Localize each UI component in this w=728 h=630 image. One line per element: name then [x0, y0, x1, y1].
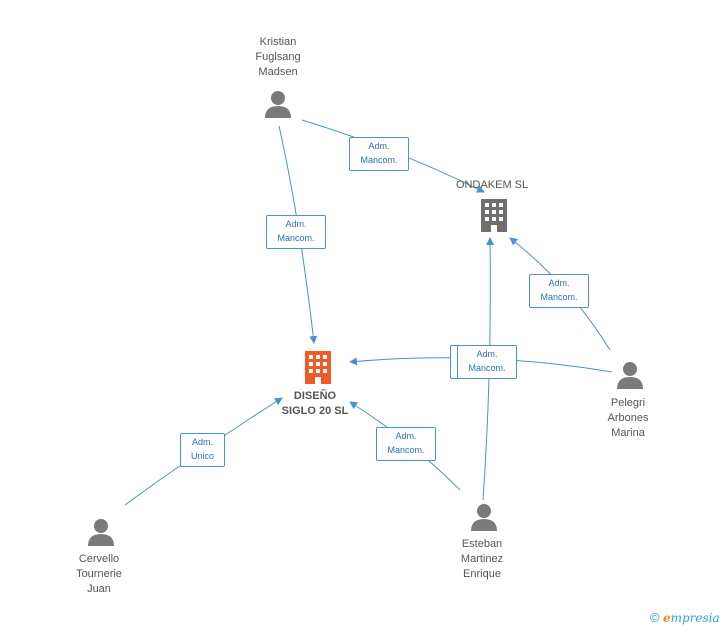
node-label-line: DISEÑO [293, 390, 337, 402]
building-icon-ondakem[interactable] [481, 199, 507, 232]
edge-label-kristian-ondakem[interactable]: Adm. Mancom. [349, 137, 409, 171]
edge-label-line: Adm. [191, 437, 213, 447]
edge-label-cervello-diseno[interactable]: Adm. Unico [180, 433, 225, 467]
node-label-line: Martinez [460, 553, 504, 565]
node-label-line: Fuglsang [255, 51, 301, 63]
node-label-diseno[interactable]: DISEÑO SIGLO 20 SL [260, 389, 370, 419]
node-label-line: Arbones [607, 412, 649, 424]
node-label-line: Pelegri [610, 397, 646, 409]
person-icon-kristian[interactable] [265, 91, 291, 118]
copyright-icon: © [650, 610, 660, 625]
node-label-line: Cervello [78, 553, 120, 565]
edge-label-line: Mancom. [360, 155, 398, 165]
node-label-cervello[interactable]: Cervello Tournerie Juan [44, 552, 154, 597]
node-label-kristian[interactable]: Kristian Fuglsang Madsen [223, 35, 333, 80]
edge-label-line: Adm. [476, 349, 498, 359]
person-icon-pelegri[interactable] [617, 362, 643, 389]
node-label-line: Madsen [258, 66, 298, 78]
edge-label-line: Adm. [368, 141, 390, 151]
edge-label-line: Mancom. [540, 292, 578, 302]
building-icon-diseno[interactable] [305, 351, 331, 384]
brand-name: empresia [662, 611, 720, 625]
edge-label-line: Adm. [395, 431, 417, 441]
node-label-ondakem[interactable]: ONDAKEM SL [456, 178, 528, 193]
node-label-line: Kristian [259, 36, 297, 48]
node-label-line: Enrique [463, 568, 501, 580]
node-label-line: Tournerie [76, 568, 122, 580]
node-label-line: Juan [87, 583, 111, 595]
empresia-logo[interactable]: © empresia [650, 610, 720, 625]
node-label-line: SIGLO 20 SL [281, 405, 349, 417]
person-icon-cervello[interactable] [88, 519, 114, 546]
edge-label-line: Mancom. [387, 445, 425, 455]
node-label-line: Marina [611, 427, 645, 439]
edge-label-line: Adm. [548, 278, 570, 288]
node-label-esteban[interactable]: Esteban Martinez Enrique [427, 537, 537, 582]
edge-label-pelegri-diseno[interactable]: Adm. Mancom. [457, 345, 517, 379]
node-label-line: Esteban [461, 538, 503, 550]
edge-label-pelegri-ondakem[interactable]: Adm. Mancom. [529, 274, 589, 308]
node-label-pelegri[interactable]: Pelegri Arbones Marina [573, 396, 683, 441]
edge-label-line: Adm. [285, 219, 307, 229]
edge-label-esteban-diseno[interactable]: Adm. Mancom. [376, 427, 436, 461]
edge-label-line: Mancom. [468, 363, 506, 373]
edge-label-kristian-diseno[interactable]: Adm. Mancom. [266, 215, 326, 249]
edge-label-line: Mancom. [277, 233, 315, 243]
node-label-line: ONDAKEM SL [456, 179, 529, 191]
edge-label-line: Unico [190, 451, 214, 461]
person-icon-esteban[interactable] [471, 504, 497, 531]
